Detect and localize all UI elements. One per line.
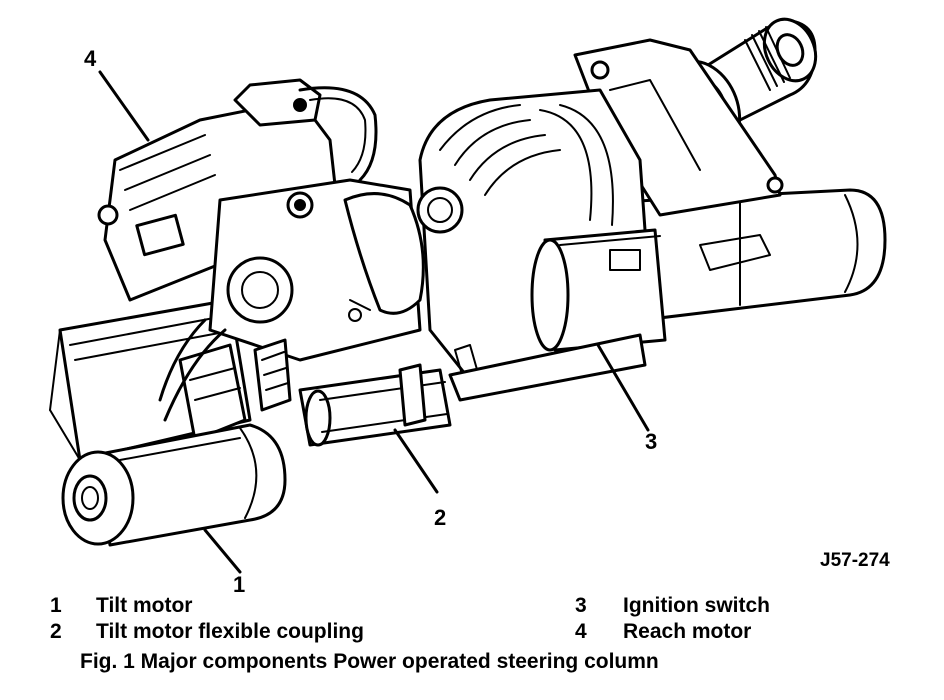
leader-line-4 bbox=[100, 72, 148, 140]
legend-label-1: Tilt motor bbox=[96, 594, 193, 617]
callout-number-1: 1 bbox=[233, 572, 245, 597]
flexible-coupling bbox=[300, 335, 645, 445]
legend-label-4: Reach motor bbox=[623, 620, 752, 643]
connector-plugs bbox=[160, 320, 290, 440]
legend-number-2: 2 bbox=[50, 620, 62, 643]
legend-item-2: 2 Tilt motor flexible coupling bbox=[50, 620, 364, 644]
legend-item-4: 4 Reach motor bbox=[575, 620, 751, 644]
callout-number-4: 4 bbox=[84, 46, 97, 71]
tilt-housing bbox=[210, 180, 423, 360]
tilt-motor bbox=[63, 425, 285, 545]
legend-number-3: 3 bbox=[575, 594, 587, 617]
legend-label-2: Tilt motor flexible coupling bbox=[96, 620, 364, 643]
legend-label-3: Ignition switch bbox=[623, 594, 770, 617]
leader-line-3 bbox=[598, 345, 648, 430]
legend-number-1: 1 bbox=[50, 594, 62, 617]
legend-number-4: 4 bbox=[575, 620, 587, 643]
leader-lines bbox=[100, 72, 648, 572]
figure-code: J57-274 bbox=[820, 550, 890, 571]
figure-caption: Fig. 1 Major components Power operated s… bbox=[80, 650, 659, 673]
callout-number-3: 3 bbox=[645, 429, 657, 454]
legend-item-3: 3 Ignition switch bbox=[575, 594, 770, 618]
legend-item-1: 1 Tilt motor bbox=[50, 594, 192, 618]
leader-line-2 bbox=[395, 430, 437, 492]
ignition-switch bbox=[532, 230, 770, 350]
leader-line-1 bbox=[205, 530, 240, 572]
callout-number-2: 2 bbox=[434, 505, 446, 530]
